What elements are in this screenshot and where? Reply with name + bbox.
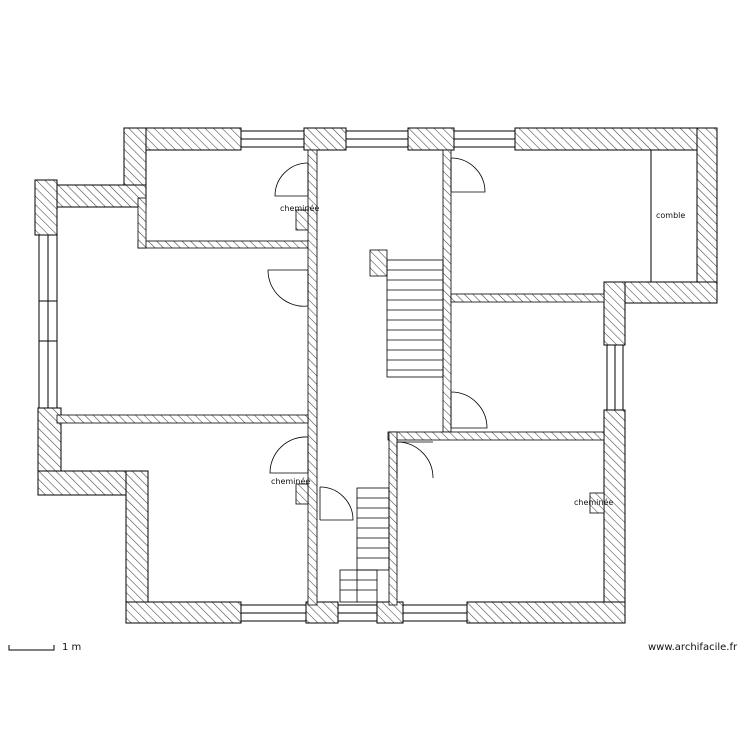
chimney-box-b bbox=[295, 483, 309, 505]
chimney-label-bottom-right: cheminée bbox=[574, 497, 613, 507]
wall-int-1b bbox=[137, 197, 147, 249]
wall-right-lower-1 bbox=[603, 281, 626, 346]
doors bbox=[267, 157, 488, 521]
scale-label: 1 m bbox=[62, 642, 81, 653]
wall-int-hall-right bbox=[442, 149, 452, 433]
chimney-box-a bbox=[295, 209, 309, 231]
wall-int-3 bbox=[387, 431, 605, 441]
wall-left-corner bbox=[34, 179, 58, 236]
stair-newel bbox=[369, 249, 388, 277]
exterior-walls bbox=[34, 127, 718, 624]
stairs-main bbox=[386, 259, 444, 378]
wall-top-3 bbox=[407, 127, 455, 151]
attic-label: comble bbox=[656, 211, 685, 220]
stairs-lower bbox=[339, 487, 390, 603]
wall-int-1 bbox=[137, 240, 309, 249]
wall-left-bottom bbox=[125, 470, 149, 624]
wall-int-hall-left bbox=[307, 149, 318, 606]
wall-bottom-1 bbox=[125, 601, 242, 624]
wall-top-4 bbox=[514, 127, 718, 151]
interior-walls bbox=[56, 149, 605, 606]
wall-right-lower-2 bbox=[603, 409, 626, 624]
wall-int-4 bbox=[56, 414, 309, 424]
scale-bar: 1 m bbox=[8, 642, 81, 653]
chimney-box-c bbox=[589, 492, 605, 514]
wall-bottom-4 bbox=[466, 601, 626, 624]
chimney-label-bottom-left: cheminée bbox=[271, 476, 310, 486]
wall-right-upper bbox=[696, 127, 718, 304]
watermark: www.archifacile.fr bbox=[648, 642, 738, 653]
chimney-label-top-left: cheminée bbox=[280, 203, 319, 213]
wall-int-hall-lower-right bbox=[388, 431, 398, 606]
wall-int-2 bbox=[450, 293, 605, 303]
windows bbox=[38, 130, 624, 622]
wall-top-2 bbox=[303, 127, 347, 151]
